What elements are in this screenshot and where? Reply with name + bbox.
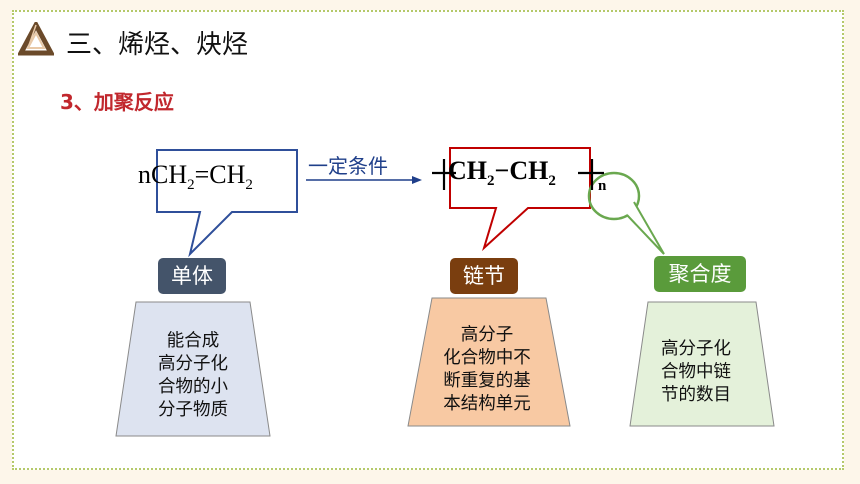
subsection-title: 3、加聚反应 xyxy=(60,90,174,114)
repeating-unit-label: 链节 xyxy=(450,258,518,294)
section-title: 三、烯烃、炔烃 xyxy=(66,30,249,60)
penrose-triangle-icon xyxy=(18,22,54,56)
monomer-label: 单体 xyxy=(158,258,226,294)
reaction-condition: 一定条件 xyxy=(308,154,388,178)
repeating-unit-description: 高分子 化合物中不 断重复的基 本结构单元 xyxy=(443,325,531,414)
polymer-degree-n: n xyxy=(598,178,607,194)
monomer-description: 能合成 高分子化 合物的小 分子物质 xyxy=(158,331,228,420)
degree-description: 高分子化 合物中链 节的数目 xyxy=(661,339,731,405)
degree-label: 聚合度 xyxy=(654,256,746,292)
product-formula: CH2−CH2 xyxy=(448,156,556,190)
reactant-formula: nCH2=CH2 xyxy=(138,160,253,194)
